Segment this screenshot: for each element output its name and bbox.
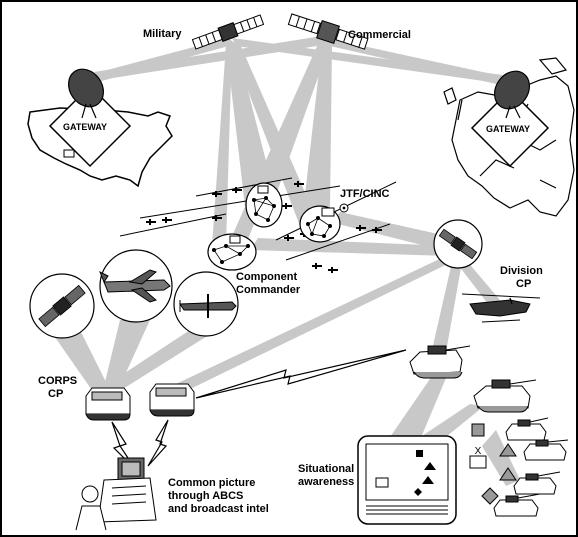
aircraft-icon: [294, 181, 304, 187]
eu-dish-antenna-icon: [493, 70, 531, 119]
display-triangle-symbol-2: [422, 476, 434, 484]
helicopter-icon: [461, 293, 541, 323]
aircraft-icon: [212, 191, 222, 197]
us-terminal-icon: [63, 149, 75, 158]
corps-uav-circle: [173, 271, 239, 337]
beam-cc-division: [250, 238, 452, 256]
unit-x-symbol: X: [475, 446, 482, 457]
unit-terminal-symbol: [469, 455, 487, 469]
beam-aircraft-circle-corps: [104, 320, 150, 390]
transport-aircraft-icon: [99, 269, 171, 303]
military-satellite-icon: [191, 14, 265, 50]
unit-triangle-symbol-2: [499, 467, 517, 481]
commercial-label: Commercial: [348, 29, 411, 41]
beam-mil-cc: [226, 44, 262, 215]
corps-satellite-circle: [29, 273, 95, 339]
aircraft-icon: [162, 217, 172, 223]
operator-workstation-icon: [75, 457, 157, 531]
aircraft-icon: [232, 187, 242, 193]
common-picture-label-3: and broadcast intel: [168, 503, 269, 515]
eu-gateway-label: GATEWAY: [486, 124, 530, 134]
corps-satellite-icon: [38, 284, 86, 328]
unit-diamond-symbol: [481, 487, 499, 505]
eu-gateway-diamond: [470, 88, 550, 168]
beam-jtf-division: [330, 212, 456, 252]
vehicle-icon: [505, 417, 549, 441]
situational-awareness-display: [357, 435, 457, 525]
military-label: Military: [143, 28, 182, 40]
situational-label-2: awareness: [298, 476, 354, 488]
common-picture-label-2: through ABCS: [168, 490, 243, 502]
corps-aircraft-circle: [99, 249, 173, 323]
jtf-node: [299, 205, 341, 243]
unit-square-symbol: [471, 423, 485, 437]
aircraft-icon: [284, 235, 294, 241]
division-cp-label-2: CP: [516, 278, 531, 290]
corps-cp-label-1: CORPS: [38, 375, 77, 387]
jtf-marker-dot: [342, 206, 346, 210]
situational-label-1: Situational: [298, 463, 354, 475]
aircraft-icon: [312, 263, 322, 269]
common-picture-label-1: Common picture: [168, 477, 255, 489]
aircraft-icon: [146, 219, 156, 225]
beam-commercial-eu-gateway: [326, 38, 510, 86]
aircraft-icon: [212, 215, 222, 221]
beam-tank-sa: [388, 376, 446, 440]
component-commander-label-2: Commander: [236, 284, 301, 296]
tank-icon-1: [409, 345, 471, 379]
us-gateway-diamond: [48, 84, 132, 168]
track-3: [119, 213, 227, 237]
beam-division-helo: [456, 260, 500, 304]
display-triangle-symbol-1: [424, 462, 436, 470]
component-commander-node-b: [207, 233, 257, 271]
aircraft-icon: [282, 203, 292, 209]
us-gateway-label: GATEWAY: [63, 122, 107, 132]
lightning-corps-division: [195, 349, 407, 399]
tank-icon-2: [473, 379, 537, 413]
corps-vehicle-icon-1: [85, 387, 131, 421]
vehicle-icon: [513, 471, 561, 495]
division-satellite-circle: [433, 219, 483, 269]
display-grille: [366, 505, 448, 515]
unit-triangle-symbol-1: [499, 443, 517, 457]
jtf-cinc-label: JTF/CINC: [340, 188, 390, 200]
aircraft-icon: [328, 267, 338, 273]
beam-uav-circle-corps: [108, 328, 220, 392]
beam-division-tank: [432, 262, 462, 352]
commercial-satellite-icon: [287, 13, 369, 50]
small-vehicles: [493, 417, 569, 517]
unit-symbols: X: [469, 423, 517, 505]
vehicle-icon: [493, 493, 541, 517]
corps-cp-label-2: CP: [48, 388, 63, 400]
aircraft-markers: [146, 181, 382, 273]
vehicle-icon: [523, 439, 569, 461]
aircraft-icon: [372, 227, 382, 233]
display-square-symbol: [416, 450, 423, 457]
display-diamond-symbol: [414, 488, 422, 496]
beam-mil-jtf: [230, 44, 318, 226]
beam-com-jtf2: [318, 44, 332, 210]
uav-icon: [179, 294, 237, 318]
us-dish-antenna-icon: [67, 68, 105, 119]
beam-division-corps: [176, 254, 460, 392]
track-2: [139, 185, 341, 219]
component-commander-node-a: [245, 182, 283, 228]
track-4: [275, 181, 397, 241]
beam-military-eu-gateway: [232, 38, 510, 84]
division-satellite-icon: [438, 228, 478, 260]
corps-vehicle-icon-2: [149, 383, 195, 417]
display-terminal-icon: [375, 477, 389, 488]
lightning-corps-workstation-2: [147, 419, 169, 467]
beam-sat-circle-corps: [50, 330, 110, 396]
component-commander-label-1: Component: [236, 271, 297, 283]
aircraft-icon: [356, 225, 366, 231]
division-cp-label-1: Division: [500, 265, 543, 277]
